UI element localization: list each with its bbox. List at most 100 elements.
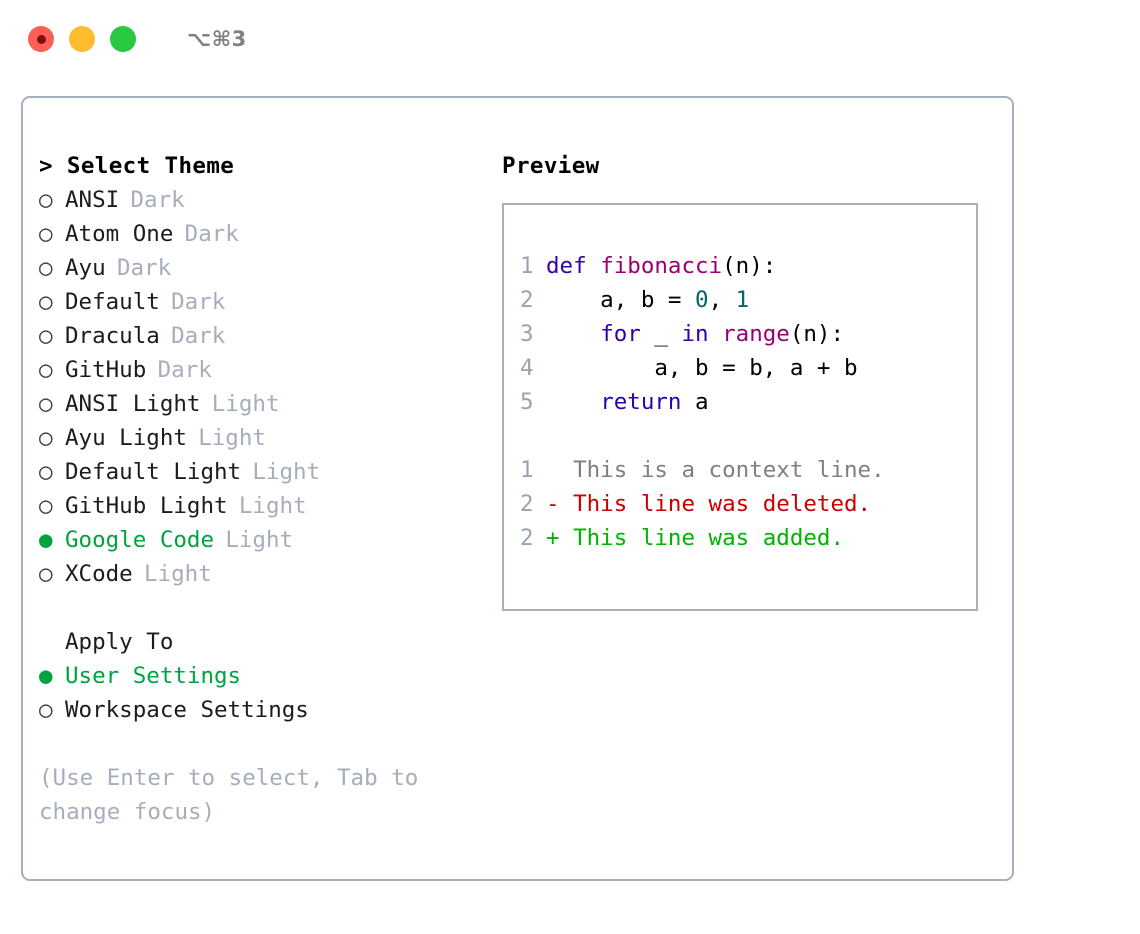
code-text: return a (546, 385, 709, 419)
theme-option-label: Default (65, 289, 160, 315)
code-token-plain: a, b = b, a + b (546, 355, 858, 381)
code-token-plain: (n): (722, 253, 777, 279)
code-token-num: 1 (735, 287, 750, 313)
maximize-button[interactable] (110, 26, 136, 52)
code-line: 3 for _ in range(n): (520, 317, 976, 351)
theme-option-google-code[interactable]: ● Google Code Light (39, 523, 499, 557)
apply-to-option-label: Workspace Settings (65, 697, 309, 723)
apply-to-option-label: User Settings (65, 663, 242, 689)
radio-unselected-icon: ○ (39, 323, 53, 349)
preview-heading: Preview (502, 153, 600, 179)
diff-line: 1 This is a context line. (520, 453, 976, 487)
theme-variant-badge: Dark (130, 187, 185, 213)
code-token-kw: return (600, 389, 682, 415)
title-bar: ⌥⌘3 (0, 0, 1140, 78)
code-token-fn: range (722, 321, 790, 347)
line-number: 2 (520, 491, 534, 517)
radio-unselected-icon: ○ (39, 187, 53, 213)
theme-variant-badge: Light (252, 459, 321, 485)
radio-unselected-icon: ○ (39, 425, 53, 451)
theme-variant-badge: Dark (157, 357, 212, 383)
code-token-kw: for (600, 321, 641, 347)
code-text: for _ in range(n): (546, 317, 844, 351)
theme-option-label: Ayu Light (65, 425, 187, 451)
diff-line: 2 + This line was added. (520, 521, 976, 555)
radio-unselected-icon: ○ (39, 255, 53, 281)
select-theme-heading: > Select Theme (39, 153, 235, 179)
theme-option-dracula[interactable]: ○ Dracula Dark (39, 319, 499, 353)
code-token-plain: , (708, 287, 736, 313)
line-number: 1 (520, 253, 534, 279)
apply-to-option-user-settings[interactable]: ●User Settings (39, 659, 499, 693)
code-line: 5 return a (520, 385, 976, 419)
theme-option-github[interactable]: ○ GitHub Dark (39, 353, 499, 387)
code-text: def fibonacci(n): (546, 249, 776, 283)
theme-variant-badge: Light (144, 561, 212, 587)
keyboard-hint-text: (Use Enter to select, Tab to change focu… (39, 765, 419, 825)
line-number: 2 (520, 525, 534, 551)
code-line: 1 def fibonacci(n): (520, 249, 976, 283)
theme-variant-badge: Dark (171, 323, 226, 349)
keyboard-shortcut-label: ⌥⌘3 (187, 27, 247, 51)
code-text: a, b = 0, 1 (546, 283, 749, 317)
theme-option-label: Atom One (65, 221, 174, 247)
radio-unselected-icon: ○ (39, 561, 53, 587)
code-token-plain (709, 321, 723, 347)
minimize-button[interactable] (69, 26, 95, 52)
theme-option-atom-one[interactable]: ○ Atom One Dark (39, 217, 499, 251)
theme-option-label: Dracula (65, 323, 160, 349)
radio-selected-icon: ● (39, 527, 53, 553)
diff-text-add: + This line was added. (546, 525, 845, 551)
code-line: 2 a, b = 0, 1 (520, 283, 976, 317)
code-token-plain: a (681, 389, 709, 415)
theme-option-label: Default Light (65, 459, 242, 485)
theme-variant-badge: Dark (171, 289, 226, 315)
theme-option-label: Ayu (65, 255, 106, 281)
close-button[interactable] (28, 26, 54, 52)
theme-option-ansi[interactable]: ○ ANSI Dark (39, 183, 499, 217)
radio-unselected-icon: ○ (39, 221, 53, 247)
code-token-fn: fibonacci (600, 253, 723, 279)
code-line: 4 a, b = b, a + b (520, 351, 976, 385)
theme-option-label: XCode (65, 561, 133, 587)
diff-text-ctx: This is a context line. (546, 457, 885, 483)
line-number: 1 (520, 457, 534, 483)
theme-variant-badge: Light (211, 391, 280, 417)
theme-option-label: GitHub (65, 357, 147, 383)
theme-variant-badge: Dark (184, 221, 239, 247)
code-token-plain: _ (640, 321, 682, 347)
code-token-plain (546, 389, 600, 415)
code-token-kw: in (681, 321, 709, 347)
theme-option-default[interactable]: ○ Default Dark (39, 285, 499, 319)
radio-unselected-icon: ○ (39, 289, 53, 315)
radio-unselected-icon: ○ (39, 697, 53, 723)
code-token-plain: (n): (789, 321, 845, 347)
code-token-plain: a, b = (546, 287, 696, 313)
apply-to-option-workspace-settings[interactable]: ○ Workspace Settings (39, 693, 499, 727)
theme-option-label: ANSI Light (65, 391, 201, 417)
theme-variant-badge: Light (238, 493, 307, 519)
radio-unselected-icon: ○ (39, 357, 53, 383)
radio-unselected-icon: ○ (39, 493, 53, 519)
theme-option-label: Google Code (65, 527, 215, 553)
line-number: 3 (520, 321, 534, 347)
code-spacer (520, 419, 976, 453)
line-number: 5 (520, 389, 534, 415)
theme-option-label: ANSI (65, 187, 120, 213)
code-token-num: 0 (695, 287, 709, 313)
theme-variant-badge: Light (225, 527, 294, 553)
apply-to-list[interactable]: ●User Settings ○ Workspace Settings (39, 659, 499, 727)
theme-option-xcode[interactable]: ○ XCode Light (39, 557, 499, 591)
line-number: 2 (520, 287, 534, 313)
